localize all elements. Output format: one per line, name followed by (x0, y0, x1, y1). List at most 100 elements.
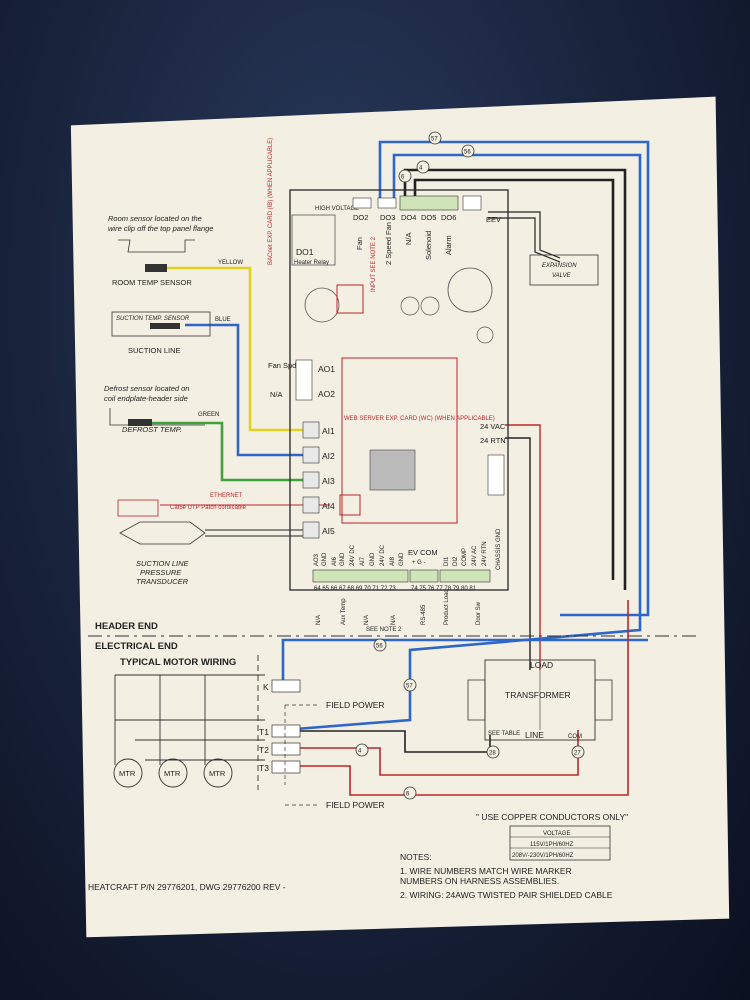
bottom-terminal-row-left (312, 569, 409, 583)
right-term-label: DI2 (453, 556, 459, 566)
web-server-card (341, 357, 458, 524)
ai4-label: AI4 (322, 501, 335, 511)
terminal-t3: T3 (259, 763, 269, 773)
below-board-label: Aux Temp (341, 598, 347, 625)
harness-blue-b (392, 153, 642, 605)
bottom-term-label: 24V DC (350, 544, 356, 566)
wire-number-label: 6 (401, 175, 405, 181)
defrost-note-1: Defrost sensor located on (104, 384, 189, 393)
below-board-label: RS-485 (421, 604, 427, 625)
paper-sheet (70, 96, 730, 938)
transformer-line: LINE (525, 730, 544, 740)
part-number: HEATCRAFT P/N 29776201, DWG 29776200 REV… (88, 882, 286, 892)
cat5e-label: Cat5e UTP Patch cord/cable (170, 505, 247, 511)
transformer: LOAD TRANSFORMER LINE COM SEE TABLE (467, 659, 613, 741)
below-board-label: N/A (391, 615, 397, 625)
bottom-term-label: AI6 (332, 556, 338, 566)
capacitor (447, 267, 493, 313)
transformer-see-table: SEE TABLE (488, 731, 520, 737)
ai2-label: AI2 (322, 451, 335, 461)
below-board-label: Door Sw (476, 601, 482, 625)
motor-circle (113, 758, 143, 788)
wire-number-label: 57 (406, 684, 413, 690)
harness-black-b (413, 178, 615, 580)
bottom-term-label: AI7 (360, 556, 366, 566)
wires (150, 140, 650, 796)
eev-wires (488, 211, 561, 259)
chassis-gnd-label: CHASSIS GND (496, 528, 502, 570)
wire-number-circle (486, 745, 500, 759)
vac24-label: 24 VAC (480, 422, 506, 431)
bottom-term-label: 24V DC (380, 544, 386, 566)
ethernet-label: ETHERNET (210, 493, 243, 499)
do5-label: DO5 (421, 213, 436, 222)
controller-board: DO1 Heater Relay HIGH VOLTAGE BACnet EXP… (268, 138, 509, 633)
ai1-label: AI1 (322, 426, 335, 436)
defrost-sensor (128, 419, 152, 426)
ao1-label: AO1 (318, 364, 335, 374)
bottom-term-label: GND (370, 552, 376, 566)
do6-label: DO6 (441, 213, 456, 222)
bottom-terminal-row-mid (409, 569, 439, 583)
transducer-label-1: SUCTION LINE (136, 559, 190, 568)
notes-title: NOTES: (400, 852, 432, 862)
wire-number-circle (461, 144, 475, 158)
harness-black-a (403, 168, 627, 590)
wire-number-label: 27 (574, 751, 581, 757)
yellow-wire (160, 266, 305, 432)
room-sensor (145, 264, 167, 272)
transducer-label-3: TRANSDUCER (136, 577, 189, 586)
bottom-term-label: GND (340, 552, 346, 566)
bacnet-label: BACnet EXP. CARD (IB) (WHEN APPLICABLE) (268, 138, 274, 265)
wire-number-circle (355, 743, 369, 757)
do-terminal-block (352, 195, 482, 211)
notes: NOTES: 1. WIRE NUMBERS MATCH WIRE MARKER… (400, 852, 613, 900)
motor-wiring (114, 655, 265, 790)
ao2-label: AO2 (318, 389, 335, 399)
ev-pins-label: + G - (412, 560, 426, 566)
wire-number-circle (373, 638, 387, 652)
do3-func: 2 Speed Fan (384, 222, 393, 265)
room-sensor-clip (118, 239, 195, 253)
wire-number-circle (403, 786, 417, 800)
do4-label: DO4 (401, 213, 416, 222)
motor-label: MTR (119, 769, 136, 778)
do1-label: DO1 (296, 247, 314, 257)
bottom-term-label: AI8 (390, 556, 396, 566)
web-server-label: WEB SERVER EXP. CARD (WC) (WHEN APPLICAB… (344, 416, 495, 422)
expansion-valve: EXPANSION VALVE (529, 254, 599, 286)
right-term-label: COMP (462, 548, 468, 566)
terminal-strip: K T1 T2 T3 FIELD POWER FIELD POWER (259, 679, 385, 810)
vac-wire-black (505, 437, 531, 670)
transducer (119, 521, 206, 545)
wire-number-circle (398, 169, 412, 183)
motor-label: MTR (209, 769, 226, 778)
wire-number-label: 28 (489, 751, 496, 757)
sensors: Room sensor located on the wire clip off… (104, 214, 247, 586)
room-note-1: Room sensor located on the (108, 214, 202, 223)
do5-func: Solenoid (424, 231, 433, 260)
copper-note: " USE COPPER CONDUCTORS ONLY" (476, 812, 628, 822)
wire-number-label: 4 (358, 749, 362, 755)
vac-wire-red (505, 424, 541, 670)
transformer-com: COM (568, 734, 582, 740)
voltage-row-2: 208V/-230V/1PH/60HZ (512, 853, 574, 859)
right-term-label: DI1 (444, 556, 450, 566)
do2-func: Fan (355, 237, 364, 250)
ai-terminal-blocks (302, 421, 320, 539)
na-label: N/A (270, 390, 283, 399)
bottom-term-label: GND (322, 552, 328, 566)
motor-wiring-label: TYPICAL MOTOR WIRING (120, 657, 236, 668)
defrost-note-2: coil endplate-header side (104, 394, 188, 403)
do2-label: DO2 (353, 213, 368, 222)
fan-spd-label: Fan Spd (268, 361, 296, 370)
defrost-label: DEFROST TEMP. (122, 425, 182, 434)
bacnet-socket (336, 284, 364, 314)
expansion-valve-label-2: VALVE (552, 273, 572, 279)
wire-number-label: 56 (464, 150, 471, 156)
do4-func: N/A (404, 232, 413, 245)
transducer-label-2: PRESSURE (140, 568, 182, 577)
bottom-terminal-row-right (439, 569, 491, 583)
